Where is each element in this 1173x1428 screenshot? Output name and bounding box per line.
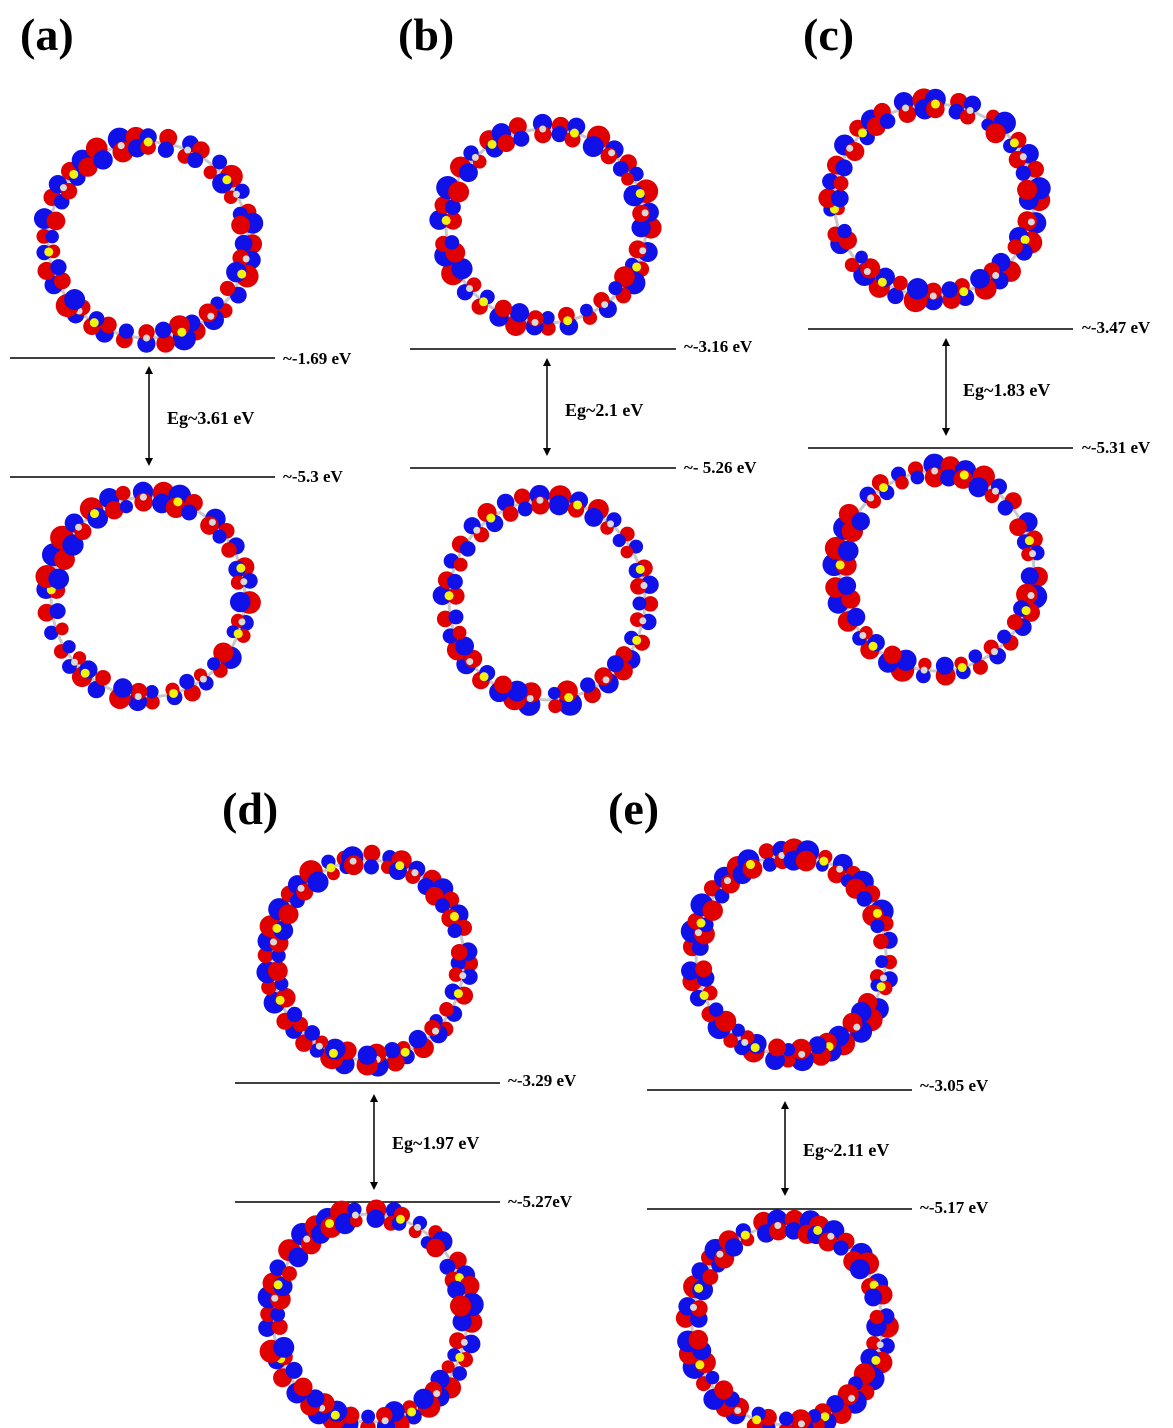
orbital-ring-e-homo xyxy=(675,1209,899,1428)
orbital-ring-d-homo xyxy=(257,1199,484,1428)
orbital-ring-c-homo xyxy=(822,453,1048,686)
lumo-energy-e: ~-3.05 eV xyxy=(920,1076,989,1095)
band-gap-e: Eg~2.11 eV xyxy=(803,1140,890,1160)
homo-energy-c: ~-5.31 eV xyxy=(1082,438,1151,457)
orbital-ring-b-lumo xyxy=(429,113,662,336)
homo-energy-b: ~- 5.26 eV xyxy=(684,458,757,477)
homo-energy-d: ~-5.27eV xyxy=(508,1192,573,1211)
lumo-energy-d: ~-3.29 eV xyxy=(508,1071,577,1090)
band-gap-d: Eg~1.97 eV xyxy=(392,1133,480,1153)
lumo-energy-b: ~-3.16 eV xyxy=(684,337,753,356)
panel-label-e: (e) xyxy=(608,783,660,834)
panel-label-a: (a) xyxy=(20,9,74,60)
orbital-ring-d-lumo xyxy=(256,844,479,1077)
homo-energy-a: ~-5.3 eV xyxy=(283,467,343,486)
panel-label-b: (b) xyxy=(398,9,455,60)
band-gap-c: Eg~1.83 eV xyxy=(963,380,1051,400)
orbital-ring-a-homo xyxy=(35,481,261,712)
orbital-ring-e-lumo xyxy=(680,838,898,1072)
lumo-energy-c: ~-3.47 eV xyxy=(1082,318,1151,337)
orbital-ring-c-lumo xyxy=(818,88,1051,313)
lumo-energy-a: ~-1.69 eV xyxy=(283,349,352,368)
orbital-ring-a-lumo xyxy=(33,126,264,353)
panel-label-c: (c) xyxy=(803,9,855,60)
band-gap-a: Eg~3.61 eV xyxy=(167,408,255,428)
panel-label-d: (d) xyxy=(222,783,279,834)
orbital-ring-b-homo xyxy=(432,484,659,716)
homo-energy-e: ~-5.17 eV xyxy=(920,1198,989,1217)
band-gap-b: Eg~2.1 eV xyxy=(565,400,644,420)
